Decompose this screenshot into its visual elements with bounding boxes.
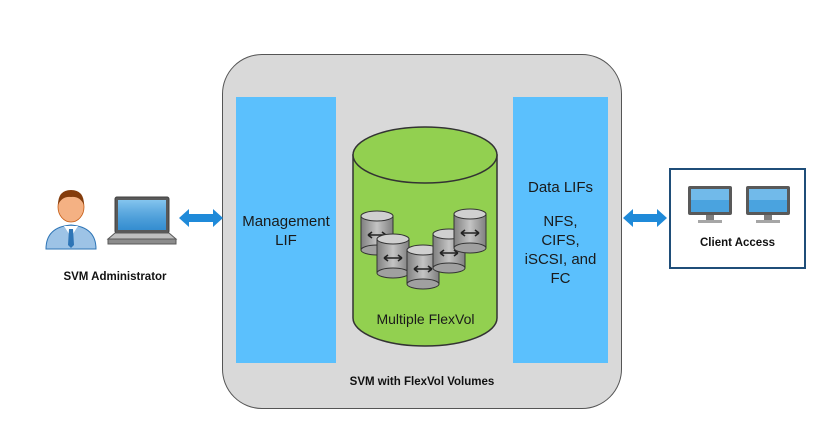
- management-lif-panel: [236, 97, 336, 363]
- client-access-label: Client Access: [700, 237, 775, 249]
- administrator-person-icon: [45, 190, 97, 250]
- flexvol-volumes-group: [360, 208, 487, 290]
- laptop-icon: [106, 196, 178, 245]
- client-access-box: [669, 168, 806, 269]
- flexvol-label: Multiple FlexVol: [376, 311, 475, 327]
- desktop-monitor-icon: [688, 186, 732, 223]
- flexvol-volume-icon: [453, 208, 487, 254]
- admin-label: SVM Administrator: [63, 271, 167, 283]
- management-lif-label: Management LIF: [242, 213, 330, 249]
- double-arrow-icon: [179, 209, 223, 227]
- double-arrow-icon: [623, 209, 667, 227]
- desktop-monitor-icon: [746, 186, 790, 223]
- data-lifs-panel: [513, 97, 608, 363]
- svm-caption: SVM with FlexVol Volumes: [349, 376, 495, 388]
- data-lifs-title: Data LIFs: [527, 179, 594, 196]
- flexvol-volume-icon: [376, 233, 410, 279]
- data-lifs-protocols: NFS, CIFS, iSCSI, and FC: [524, 213, 597, 287]
